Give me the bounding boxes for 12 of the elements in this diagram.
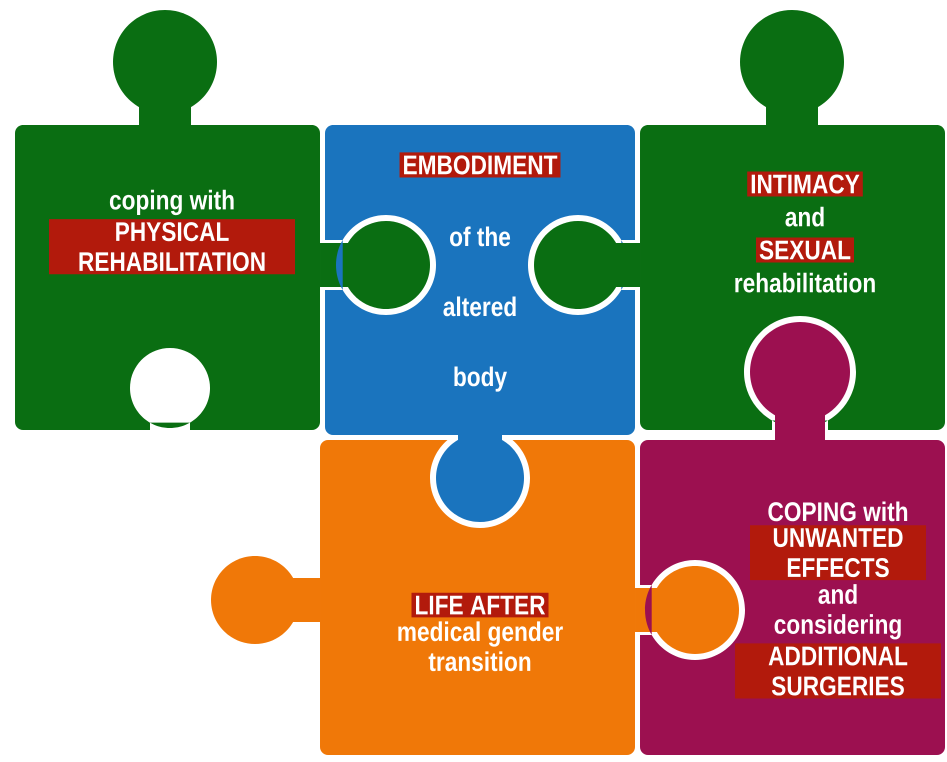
node-label: of the altered body <box>443 226 516 392</box>
node-label: coping with <box>110 190 234 216</box>
node-label: INTIMACY <box>752 174 860 194</box>
node-label: LIFE AFTER <box>416 596 546 614</box>
node-label: and <box>786 206 824 227</box>
node-label: COPING with <box>768 501 908 522</box>
node-label: SEXUAL <box>760 240 850 260</box>
node-label: and considering <box>774 584 901 640</box>
puzzle-piece: LIFE AFTER medical gender transition <box>211 440 739 755</box>
node-label: rehabilitation <box>735 272 875 293</box>
node-label: medical gender transition <box>398 621 563 672</box>
puzzle-piece: COPING with UNWANTED EFFECTS and considering ADDITIONAL SURGERIES <box>640 322 945 755</box>
